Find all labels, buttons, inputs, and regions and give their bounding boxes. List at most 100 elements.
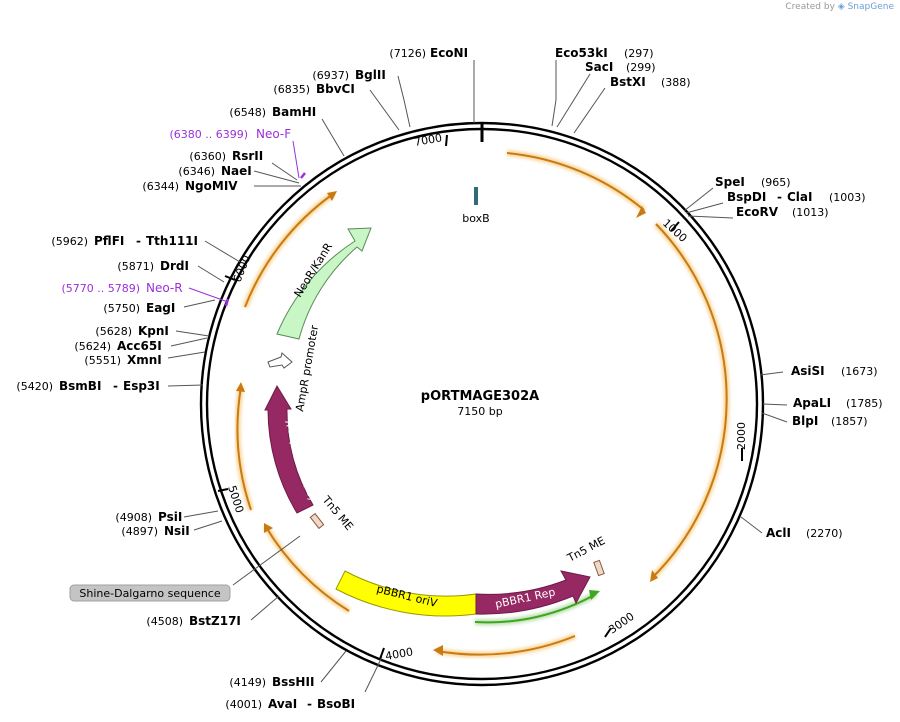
site-SpeI-pos: (965) [761,176,791,189]
primer-Neo-F-name: Neo-F [256,127,291,141]
primer-Neo-R-pos: (5770 .. 5789) [61,282,140,295]
site-BstXI-name: BstXI [610,75,646,89]
lambda-repressor-arrow [264,384,314,514]
site-BssHII-pos: (4149) [229,676,266,689]
boxB-label: boxB [462,212,489,225]
site-EagI-name: EagI [146,301,175,315]
site-BlpI-pos: (1857) [831,415,868,428]
site-BssHII: (4149) BssHII [229,675,314,689]
site-BbvCI-name: BbvCI [316,82,355,96]
site-AclI-pos: (2270) [806,527,843,540]
site-RsrII: (6360) RsrII [189,149,263,163]
tick-6000 [224,275,236,281]
site-BlpI-name: BlpI [792,414,818,428]
site-BstXI-pos: (388) [661,76,691,89]
site-PflFI-Tth111I: (5962) PflFI - Tth111I [51,234,198,248]
site-AsiSI-name: AsiSI [791,364,825,378]
ampr-promoter-arrow [267,352,293,369]
site-NgoMIV-name: NgoMIV [185,179,238,193]
site-NsiI-pos: (4897) [121,525,158,538]
site-BbvCI: (6835) BbvCI [273,82,354,96]
neo-kanr-arrow [276,227,372,340]
site-ApaLI-name: ApaLI [793,396,831,410]
site-BglII: (6937) BglII [312,68,385,82]
orf-arcs [234,150,730,658]
tick-label-7000: 7000 [413,131,443,149]
site-ApaLI-pos: (1785) [846,397,883,410]
site-XmnI-pos: (5551) [84,354,121,367]
shine-dalgarno-badge: Shine-Dalgarno sequence [69,584,231,602]
site-PsiI-name: PsiI [158,510,182,524]
primer-Neo-R-name: Neo-R [146,281,183,295]
tick-7000 [445,134,448,147]
site-dash-PflFI: - [136,234,141,248]
shine-dalgarno-label: Shine-Dalgarno sequence [79,587,220,600]
site-BlpI: BlpI (1857) [792,414,868,428]
site-dash-BspDI: - [777,190,782,204]
orf-arc-upper-left [242,191,337,309]
orf-arc-bottom [433,633,577,658]
site-BssHII-name: BssHII [272,675,314,689]
site-AsiSI-pos: (1673) [841,365,878,378]
site-KpnI-pos: (5628) [95,325,132,338]
site-dash-AvaI: - [307,697,312,711]
site-KpnI-name: KpnI [138,324,169,338]
site-labels-right: (7126) EcoNI Eco53kI (297) SacI (299) Bs… [389,46,882,540]
site-BstZ17I-pos: (4508) [146,615,183,628]
site-Eco53kI-name: Eco53kI [555,46,608,60]
tick-label-4000: 4000 [384,645,414,663]
pbbr1-rep-arrow [475,570,591,615]
site-ClaI-name: ClaI [787,190,812,204]
site-BsmBI-name: BsmBI [59,379,101,393]
site-BspDI-ClaI: BspDI - ClaI (1003) [727,190,866,204]
tick-1000 [670,221,680,232]
site-DrdI-pos: (5871) [117,260,154,273]
plasmid-length: 7150 bp [457,405,502,418]
site-XmnI: (5551) XmnI [84,353,161,367]
site-NsiI-name: NsiI [164,524,190,538]
credit-brand: SnapGene [847,2,894,12]
site-Acc65I: (5624) Acc65I [74,339,161,353]
site-DrdI-name: DrdI [160,259,189,273]
site-EagI: (5750) EagI [103,301,175,315]
site-BsoBI-name: BsoBI [317,697,355,711]
site-NgoMIV-pos: (6344) [142,180,179,193]
site-NaeI-pos: (6346) [178,165,215,178]
site-NsiI: (4897) NsiI [121,524,189,538]
site-KpnI: (5628) KpnI [95,324,168,338]
site-AvaI-pos: (4001) [225,698,262,711]
site-SacI-pos: (299) [626,61,656,74]
site-PflFI-pos: (5962) [51,235,88,248]
site-AvaI-name: AvaI [268,697,297,711]
tick-3000 [604,627,612,638]
site-BamHI: (6548) BamHI [229,105,316,119]
tick-4000 [379,647,385,660]
site-PsiI: (4908) PsiI [115,510,182,524]
site-EcoNI-pos: (7126) [389,47,426,60]
site-RsrII-name: RsrII [232,149,263,163]
site-BglII-name: BglII [355,68,386,82]
site-ApaLI: ApaLI (1785) [793,396,883,410]
orf-arc-top-right [506,150,646,218]
site-EcoRV: EcoRV (1013) [736,205,829,219]
site-AclI-name: AclI [766,526,791,540]
site-Eco53kI-pos: (297) [624,47,654,60]
snapgene-logo-icon: ◈ [837,2,845,12]
plasmid-name: pORTMAGE302A [421,389,539,404]
leader-lines [167,60,788,693]
site-XmnI-name: XmnI [127,353,162,367]
site-BsmBI-pos: (5420) [16,380,53,393]
orf-arc-lower-left [263,523,351,614]
site-BglII-pos: (6937) [312,69,349,82]
primer-leaders [188,140,306,307]
site-BbvCI-pos: (6835) [273,83,310,96]
site-Esp3I-name: Esp3I [123,379,160,393]
primer-Neo-F-pos: (6380 .. 6399) [169,128,248,141]
site-Tth111I-name: Tth111I [146,234,198,248]
site-dash-BsmBI: - [113,379,118,393]
site-AclI: AclI (2270) [766,526,843,540]
site-AsiSI: AsiSI (1673) [791,364,878,378]
site-BstZ17I-name: BstZ17I [189,614,241,628]
site-BstZ17I: (4508) BstZ17I [146,614,240,628]
